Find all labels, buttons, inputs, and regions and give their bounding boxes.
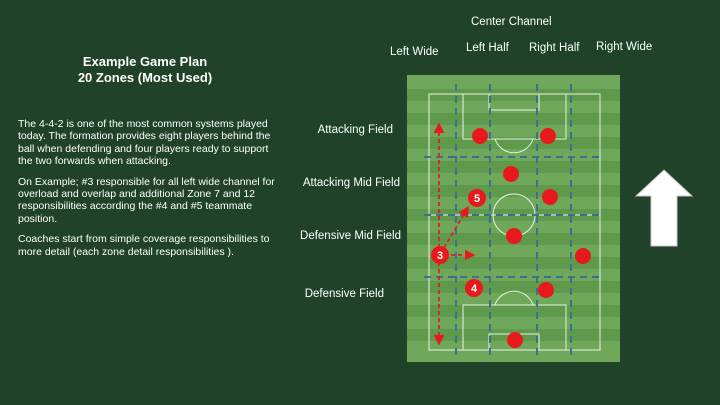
paragraph-3: Coaches start from simple coverage respo… <box>18 233 270 258</box>
paragraph-1: The 4-4-2 is one of the most common syst… <box>18 118 271 168</box>
player-marker <box>507 332 523 348</box>
player-5 <box>468 189 486 207</box>
player-numbers: 5 3 4 <box>437 193 480 295</box>
player-4-number: 4 <box>471 283 478 295</box>
zone-lines <box>424 84 604 355</box>
header-right-half: Right Half <box>529 42 580 54</box>
arrow-diagonal <box>443 205 469 249</box>
header-center-channel: Center Channel <box>471 16 552 28</box>
title-line-2: 20 Zones (Most Used) <box>77 70 213 85</box>
player-marker <box>472 128 488 144</box>
row-label-attacking-mid: Attacking Mid Field <box>302 177 400 189</box>
player-3 <box>431 246 449 264</box>
row-label-defensive-mid: Defensive Mid Field <box>300 230 401 242</box>
paragraph-2: On Example; #3 responsible for all left … <box>18 175 275 225</box>
header-left-half: Left Half <box>466 42 509 54</box>
player-marker <box>506 228 522 244</box>
header-right-wide: Right Wide <box>596 41 653 53</box>
title-line-1: Example Game Plan <box>82 54 208 69</box>
up-arrow-icon <box>634 169 694 247</box>
player-4 <box>465 279 483 297</box>
description: The 4-4-2 is one of the most common syst… <box>18 118 280 266</box>
player-marker <box>538 282 554 298</box>
player-marker <box>542 189 558 205</box>
row-label-defensive: Defensive Field <box>304 288 384 300</box>
player-5-number: 5 <box>474 193 480 205</box>
player-marker <box>575 248 591 264</box>
header-left-wide: Left Wide <box>390 46 439 58</box>
player-marker <box>540 128 556 144</box>
row-label-attacking: Attacking Field <box>317 124 393 136</box>
slide-title: Example Game Plan 20 Zones (Most Used) <box>0 54 290 86</box>
players <box>431 128 591 348</box>
movement-arrows <box>433 122 476 346</box>
player-3-number: 3 <box>437 250 443 262</box>
player-marker <box>503 166 519 182</box>
